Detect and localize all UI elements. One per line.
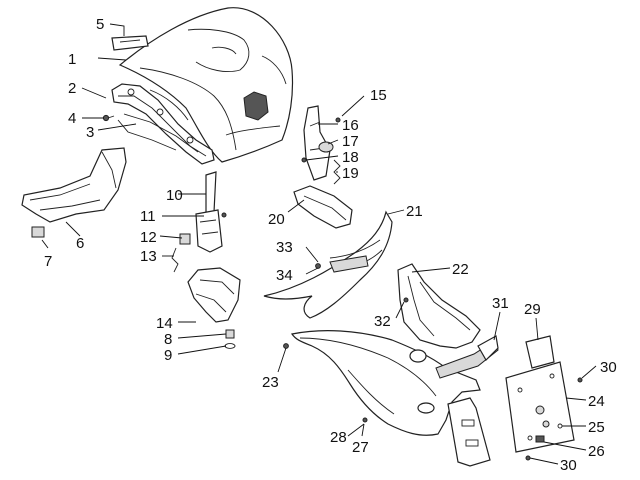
callout-30-top: 30 (600, 359, 617, 376)
callout-7: 7 (44, 253, 52, 270)
callout-13: 13 (140, 248, 157, 265)
callout-18: 18 (342, 149, 359, 166)
callout-21: 21 (406, 203, 423, 220)
callout-29: 29 (524, 301, 541, 318)
part-inner-fender (397, 263, 481, 349)
leader-lines (41, 23, 597, 465)
callout-4: 4 (68, 110, 76, 127)
callout-20: 20 (268, 211, 285, 228)
callout-1: 1 (68, 51, 76, 68)
callout-32: 32 (374, 313, 391, 330)
callout-17: 17 (342, 133, 359, 150)
callout-12: 12 (140, 229, 157, 246)
part-nut-washer (224, 329, 236, 349)
part-side-cover (21, 147, 127, 223)
callout-25: 25 (588, 419, 605, 436)
callout-27: 27 (352, 439, 369, 456)
callout-15: 15 (370, 87, 387, 104)
callout-labels: 1 2 3 4 5 6 7 10 11 12 13 14 8 9 15 16 1… (44, 16, 617, 474)
callout-10: 10 (166, 187, 183, 204)
part-mudguard-flap (187, 267, 241, 323)
part-reflector-strip (477, 335, 499, 361)
callout-23: 23 (262, 374, 279, 391)
callout-14: 14 (156, 315, 173, 332)
callout-30-bottom: 30 (560, 457, 577, 474)
part-right-hinge (301, 105, 341, 185)
callout-5: 5 (96, 16, 104, 33)
part-rear-body-shell (118, 7, 294, 163)
callout-24: 24 (588, 393, 605, 410)
part-plate-holder (362, 335, 583, 467)
callout-3: 3 (86, 124, 94, 141)
part-grab-rail-frame (111, 83, 215, 165)
callout-9: 9 (164, 347, 172, 364)
callout-11: 11 (140, 208, 156, 225)
part-emblem (111, 35, 149, 51)
part-clip-7 (31, 226, 45, 238)
callout-22: 22 (452, 261, 469, 278)
part-left-hinge (171, 171, 227, 273)
callout-19: 19 (342, 165, 359, 182)
callout-34: 34 (276, 267, 293, 284)
callout-2: 2 (68, 80, 76, 97)
callout-6: 6 (76, 235, 84, 252)
callout-28: 28 (330, 429, 347, 446)
part-hinge-cover (293, 185, 353, 229)
callout-31: 31 (492, 295, 509, 312)
callout-26: 26 (588, 443, 605, 460)
part-upper-fender (263, 210, 393, 319)
part-screw-4 (102, 114, 115, 122)
callout-33: 33 (276, 239, 293, 256)
callout-16: 16 (342, 117, 359, 134)
callout-8: 8 (164, 331, 172, 348)
